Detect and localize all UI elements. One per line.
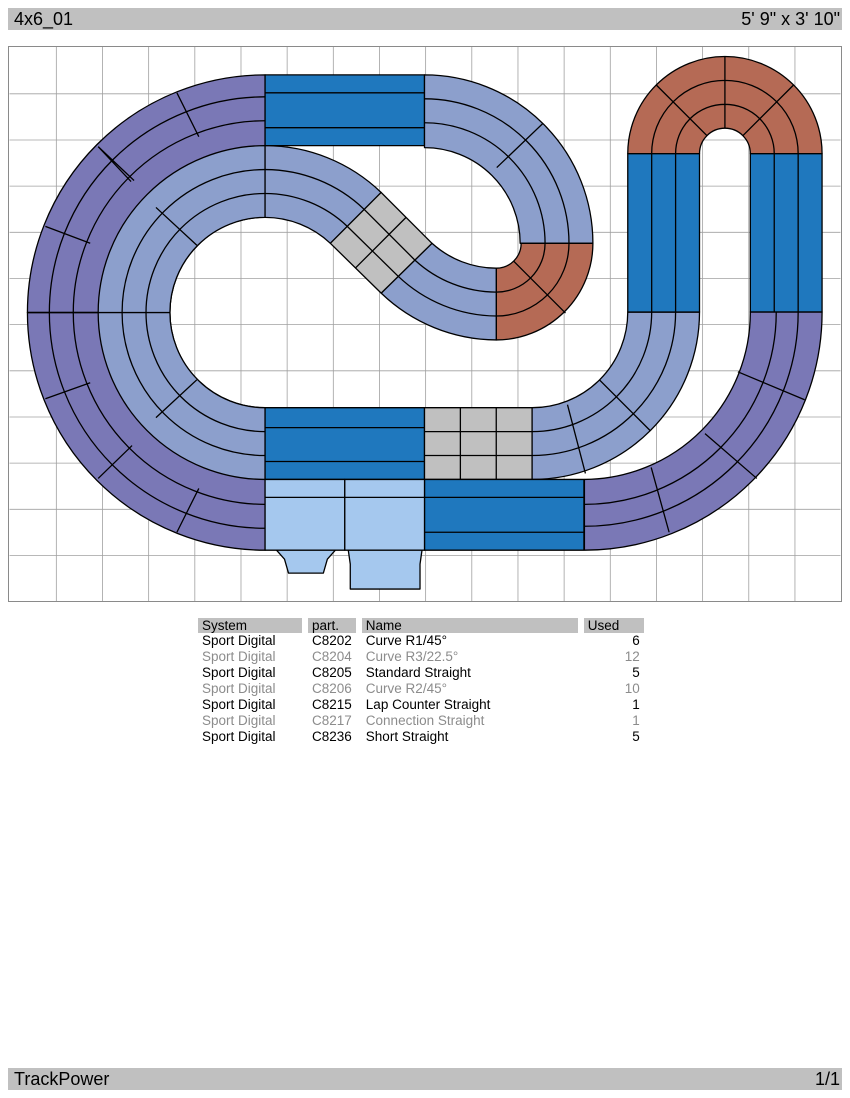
cell-name: Short Straight <box>365 729 449 744</box>
standard-straight-inner-bottom-lanes <box>265 426 425 463</box>
cell-system: Sport Digital <box>202 697 276 712</box>
cell-used: 1 <box>632 713 640 728</box>
cell-system: Sport Digital <box>202 713 276 728</box>
cell-part: C8236 <box>312 729 352 744</box>
curve-r2-left-outer-lanes <box>97 144 266 481</box>
curve-r3-bottom-right-lanes <box>584 312 805 533</box>
cell-name: Connection Straight <box>365 713 485 728</box>
cell-name: Lap Counter Straight <box>365 697 491 712</box>
layout-title: 4x6_01 <box>14 9 74 29</box>
connection-straight <box>344 478 426 551</box>
cell-part: C8206 <box>312 681 352 696</box>
cell-used: 5 <box>632 665 640 680</box>
table-row: Sport Digital C8215 Lap Counter Straight 1 <box>198 697 644 713</box>
curve-r3-bottom-left-divider <box>45 382 200 533</box>
curve-r3-bottom-right <box>583 311 823 551</box>
header-bar: 4x6_01 5' 9" x 3' 10" <box>8 8 842 30</box>
lap-counter-tab <box>275 549 336 574</box>
short-straight-inner-bottom <box>423 407 533 481</box>
lap-counter-straight <box>264 478 346 551</box>
standard-straight-vertical-right <box>749 152 823 313</box>
table-row: Sport Digital C8205 Standard Straight 5 <box>198 665 644 681</box>
standard-straight-top <box>264 74 426 147</box>
parts-table-header-row: System part. Name Used <box>198 618 644 633</box>
column-header-used: Used <box>583 618 644 633</box>
curve-r2-top-right <box>423 74 594 244</box>
layout-dimensions: 5' 9" x 3' 10" <box>741 9 840 29</box>
short-straight-inner-bottom-lanes <box>424 407 533 480</box>
footer-bar: TrackPower 1/1 <box>8 1068 842 1090</box>
cell-system: Sport Digital <box>202 681 276 696</box>
curve-r2-s-bend-lanes <box>397 259 497 317</box>
cell-part: C8204 <box>312 649 352 664</box>
curve-r2-s-bend <box>380 242 497 341</box>
standard-straight-top-lanes <box>265 92 425 129</box>
table-row: Sport Digital C8217 Connection Straight 1 <box>198 713 644 729</box>
table-row: Sport Digital C8202 Curve R1/45° 6 <box>198 633 644 649</box>
cell-name: Curve R1/45° <box>365 633 447 648</box>
curve-r2-top-right-lanes <box>424 98 570 244</box>
standard-straight-vertical-right-lanes <box>773 153 799 313</box>
track-pieces <box>26 55 823 590</box>
cell-system: Sport Digital <box>202 649 276 664</box>
standard-straight-vertical-left <box>627 152 701 313</box>
cell-used: 5 <box>632 729 640 744</box>
connection-tab <box>347 549 423 590</box>
column-header-name: Name <box>361 618 578 633</box>
standard-straight-inner-bottom <box>264 407 426 481</box>
curve-r2-inner-bottom-right-lanes <box>532 312 677 474</box>
cell-name: Standard Straight <box>365 665 471 680</box>
standard-straight-vertical-left-lanes <box>651 153 677 313</box>
standard-straight-outer-bottom <box>423 478 585 551</box>
cell-used: 6 <box>632 633 640 648</box>
cell-system: Sport Digital <box>202 665 276 680</box>
cell-part: C8215 <box>312 697 352 712</box>
short-straight-diagonal-lanes <box>346 208 416 277</box>
cell-part: C8217 <box>312 713 352 728</box>
cell-part: C8202 <box>312 633 352 648</box>
curve-r3-top-left-divider <box>45 92 200 244</box>
standard-straight-outer-bottom-lanes <box>424 496 584 533</box>
cell-system: Sport Digital <box>202 729 276 744</box>
curve-r2-left-dividers <box>27 206 198 419</box>
table-row: Sport Digital C8204 Curve R3/22.5° 12 <box>198 649 644 665</box>
table-row: Sport Digital C8236 Short Straight 5 <box>198 729 644 745</box>
cell-used: 10 <box>624 681 640 696</box>
cell-name: Curve R2/45° <box>365 681 447 696</box>
curve-r1-hairpin-lanes <box>651 56 799 154</box>
cell-name: Curve R3/22.5° <box>365 649 459 664</box>
curve-r1-s-bend-lanes <box>495 243 570 340</box>
curve-r2-inner-upper-lanes <box>265 168 365 227</box>
cell-used: 12 <box>624 649 640 664</box>
page-number: 1/1 <box>814 1069 840 1089</box>
cell-used: 1 <box>632 697 640 712</box>
cell-system: Sport Digital <box>202 633 276 648</box>
track-layout-plan <box>8 46 842 602</box>
table-row: Sport Digital C8206 Curve R2/45° 10 <box>198 681 644 697</box>
column-header-part: part. <box>308 618 356 633</box>
column-header-system: System <box>198 618 302 633</box>
cell-part: C8205 <box>312 665 352 680</box>
app-name: TrackPower <box>14 1069 110 1089</box>
